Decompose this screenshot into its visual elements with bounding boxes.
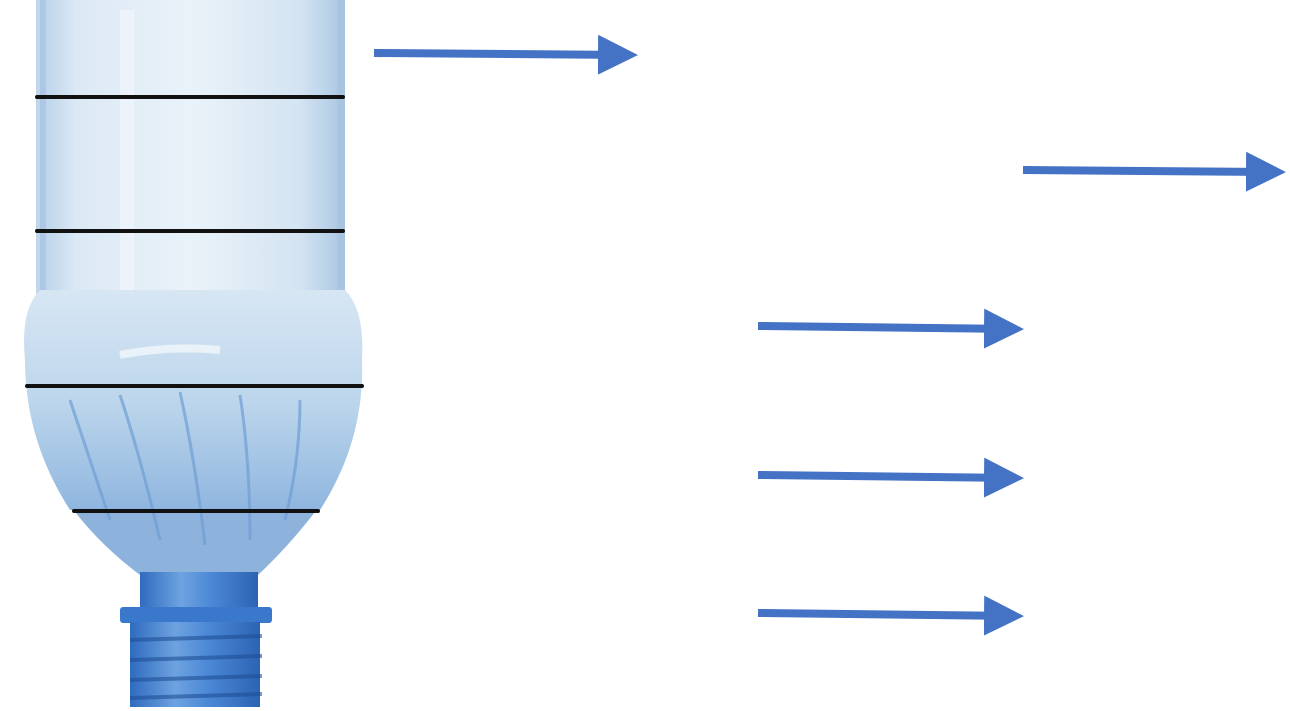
arrow-4: [758, 475, 1016, 478]
water-bottle: [24, 0, 362, 707]
bottle-edge-shadow: [36, 0, 46, 300]
arrow-1: [374, 53, 630, 55]
arrow-5: [758, 613, 1016, 616]
arrow-3: [758, 326, 1016, 329]
arrow-2: [1023, 170, 1278, 172]
bottle-highlight: [120, 10, 134, 290]
bottle-neck: [140, 572, 258, 612]
bottle-edge-shadow: [337, 0, 345, 300]
bottle-body: [40, 0, 345, 300]
arrows: [374, 53, 1278, 616]
bottle-shoulder: [24, 290, 362, 510]
bottle-neck-ring: [120, 607, 272, 623]
